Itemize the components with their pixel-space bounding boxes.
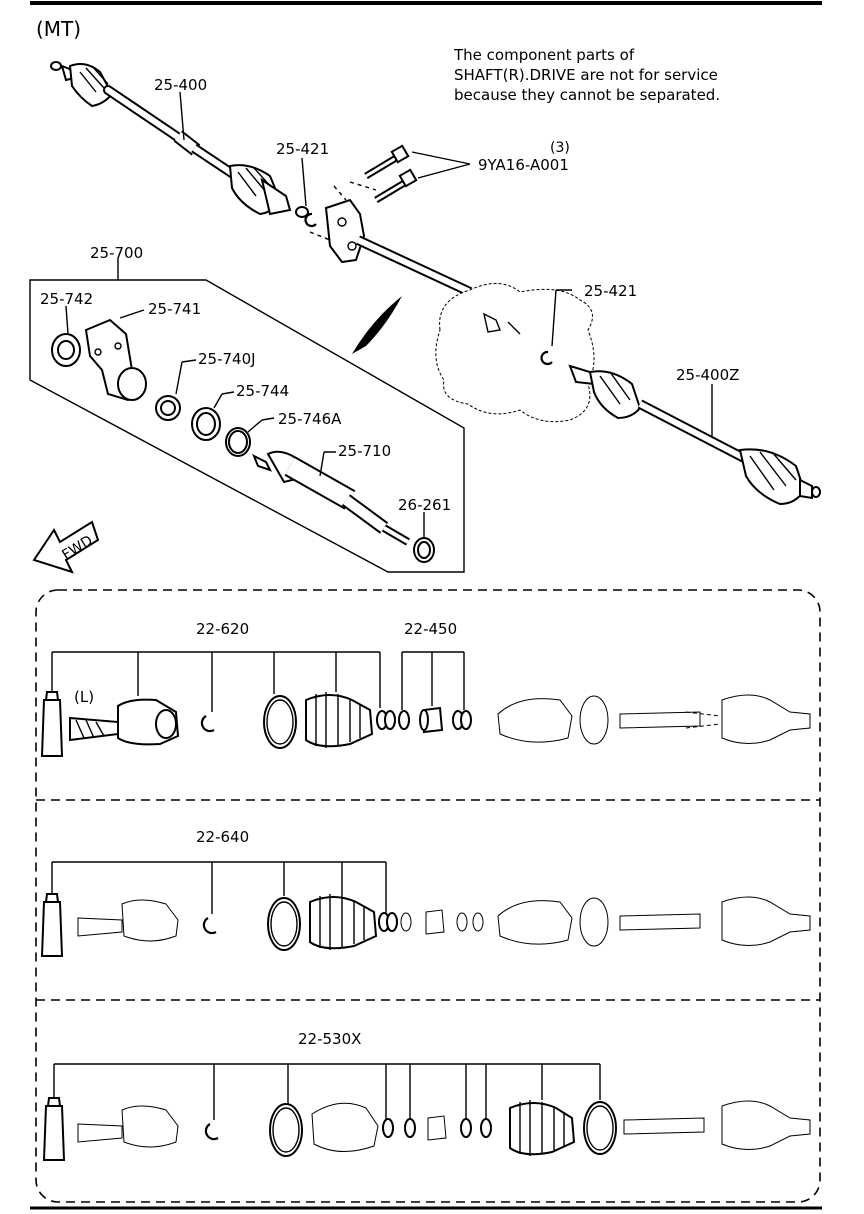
callout-22-530X: 22-530X <box>298 1030 361 1048</box>
drive-shaft-left <box>50 61 309 218</box>
note-line-2: SHAFT(R).DRIVE are not for service <box>454 66 718 84</box>
callout-bolt-qty: (3) <box>550 140 570 156</box>
callout-9YA16-A001: 9YA16-A001 <box>478 156 569 174</box>
kit-22-640: 22-640 <box>40 828 811 957</box>
callout-26-261: 26-261 <box>398 496 451 514</box>
note-line-3: because they cannot be separated. <box>454 86 720 104</box>
bearing-part <box>155 395 181 421</box>
callout-22-640: 22-640 <box>196 828 249 846</box>
callout-25-746A: 25-746A <box>278 410 342 428</box>
callout-25-744: 25-744 <box>236 382 289 400</box>
kits-frame <box>35 589 821 1203</box>
callout-22-450: 22-450 <box>404 620 457 638</box>
clip-ring-lower <box>540 350 553 366</box>
callout-25-740J: 25-740J <box>198 350 256 368</box>
intermediate-shaft <box>252 450 411 546</box>
ring-part <box>191 407 221 441</box>
support-bracket <box>84 318 147 402</box>
page-title: (MT) <box>36 17 81 41</box>
clip-ring-upper <box>304 212 317 228</box>
snap-ring-part <box>225 427 251 457</box>
callout-25-742: 25-742 <box>40 290 93 308</box>
fwd-arrow-icon: FWD <box>32 520 100 574</box>
side-label-L: (L) <box>74 688 94 706</box>
callout-25-400Z: 25-400Z <box>676 366 739 384</box>
callout-25-421-lower: 25-421 <box>584 282 637 300</box>
callout-25-700: 25-700 <box>90 244 143 262</box>
joint-assembly-frame <box>29 279 465 573</box>
callout-22-620: 22-620 <box>196 620 249 638</box>
kit-22-620: 22-620 22-450 (L) <box>40 620 811 757</box>
callout-25-741: 25-741 <box>148 300 201 318</box>
kit-22-530X: 22-530X <box>42 1030 811 1161</box>
oil-seal-part <box>413 537 435 563</box>
bolt-upper <box>364 144 410 180</box>
callout-25-400: 25-400 <box>154 76 207 94</box>
drive-shaft-right <box>568 364 821 506</box>
transmission-outline <box>435 283 595 423</box>
callout-25-710: 25-710 <box>338 442 391 460</box>
bolt-lower <box>374 168 418 204</box>
note-line-1: The component parts of <box>453 46 635 64</box>
seal-part <box>51 333 81 367</box>
callout-25-421-upper: 25-421 <box>276 140 329 158</box>
direction-arrow-icon <box>352 296 402 354</box>
